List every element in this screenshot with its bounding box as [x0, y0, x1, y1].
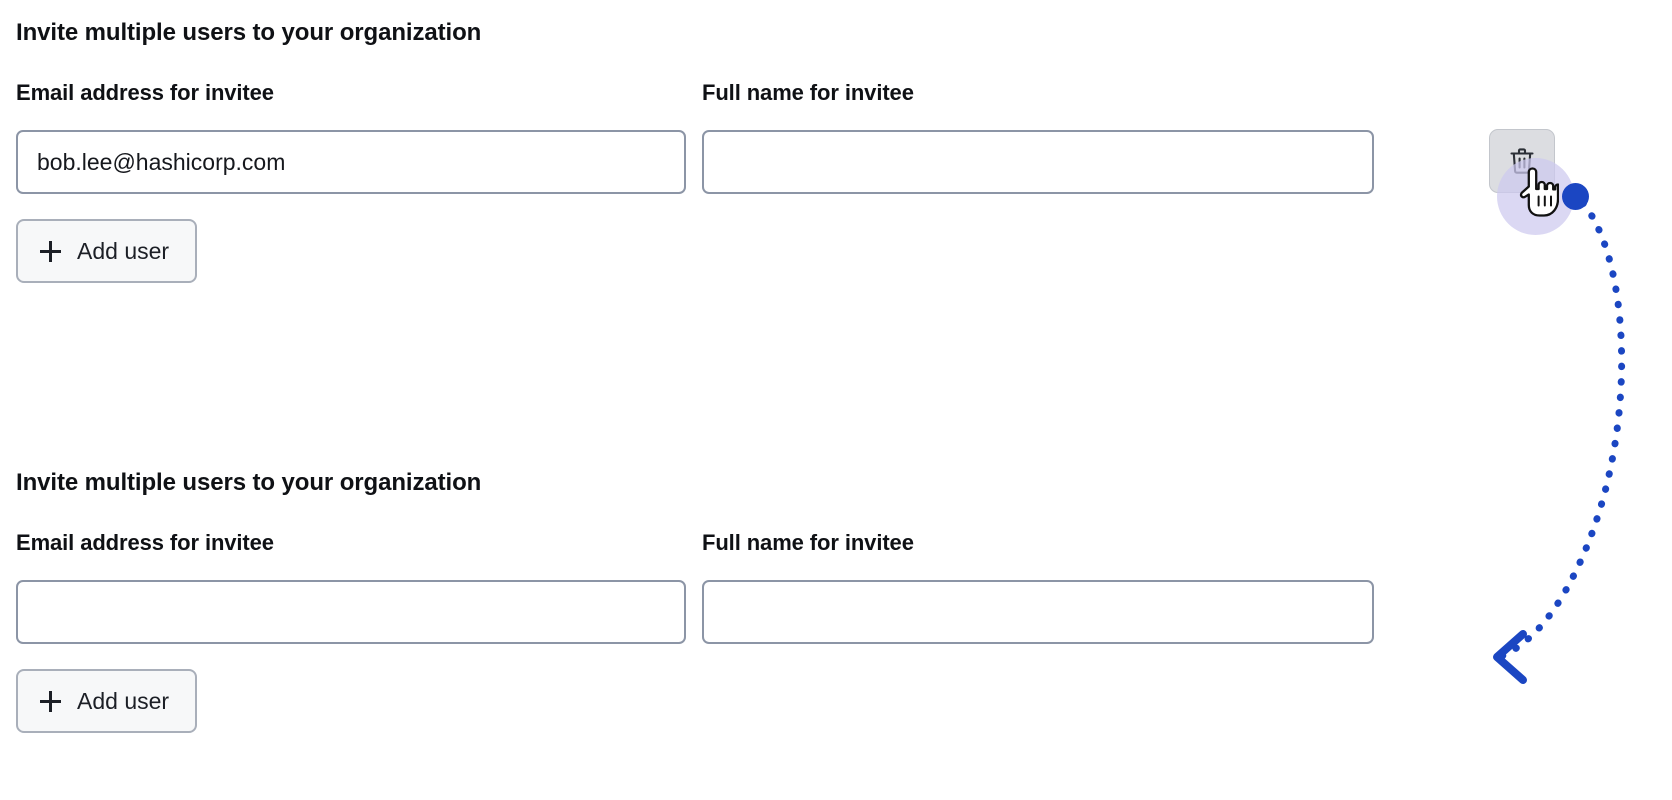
- email-input[interactable]: [16, 130, 686, 194]
- fullname-input[interactable]: [702, 130, 1374, 194]
- email-field-label-2: Email address for invitee: [16, 530, 274, 555]
- arrow-start-dot: [1562, 183, 1589, 210]
- delete-invitee-button[interactable]: [1489, 129, 1555, 193]
- add-user-label-2: Add user: [77, 687, 170, 714]
- plus-icon: [40, 240, 61, 262]
- fullname-field-label: Full name for invitee: [702, 80, 914, 105]
- email-field-label: Email address for invitee: [16, 80, 274, 105]
- add-user-button[interactable]: Add user: [16, 219, 198, 283]
- fullname-input-2[interactable]: [702, 580, 1374, 644]
- add-user-label: Add user: [77, 237, 170, 264]
- trash-icon: [1509, 147, 1535, 175]
- add-user-button-2[interactable]: Add user: [16, 669, 198, 733]
- plus-icon-2: [40, 690, 61, 712]
- page-title-2: Invite multiple users to your organizati…: [16, 469, 482, 496]
- email-input-2[interactable]: [16, 580, 686, 644]
- page-title: Invite multiple users to your organizati…: [16, 19, 482, 46]
- fullname-field-label-2: Full name for invitee: [702, 530, 914, 555]
